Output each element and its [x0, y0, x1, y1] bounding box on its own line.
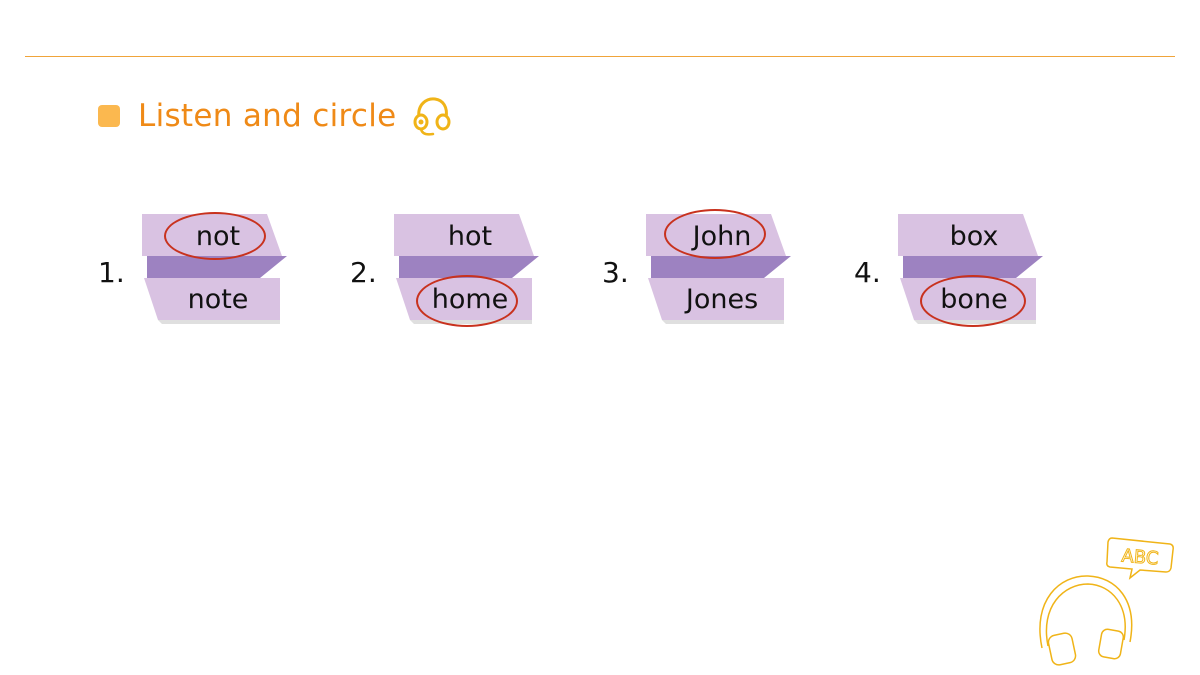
abc-headphones-decoration: ABC: [1039, 537, 1174, 666]
exercise-item-3: 3. John Jones: [602, 209, 802, 330]
word-option-bottom[interactable]: Jones: [685, 284, 759, 315]
headphones-icon: [1039, 575, 1133, 666]
headset-icon[interactable]: [411, 94, 451, 138]
page-title: Listen and circle: [138, 98, 397, 134]
section-heading: Listen and circle: [98, 94, 451, 138]
word-option-top[interactable]: John: [692, 221, 752, 252]
abc-speech-bubble: ABC: [1106, 537, 1174, 580]
abc-badge-text: ABC: [1121, 545, 1160, 569]
exercise-item-2: 2. hot home: [350, 212, 550, 330]
word-option-bottom[interactable]: home: [431, 284, 509, 315]
exercise-item-4: 4. box bone: [854, 212, 1054, 330]
folded-ribbon: [394, 214, 539, 324]
exercise-item-1: 1. not note: [98, 212, 298, 330]
folded-ribbon: [142, 214, 287, 324]
bullet-square: [98, 105, 120, 127]
item-number: 2.: [350, 256, 377, 289]
word-option-bottom[interactable]: note: [187, 284, 249, 315]
item-number: 1.: [98, 256, 125, 289]
folded-ribbon: [646, 214, 791, 324]
word-option-top[interactable]: hot: [447, 221, 493, 252]
word-option-top[interactable]: box: [949, 221, 999, 252]
word-option-top[interactable]: not: [195, 221, 241, 252]
item-number: 3.: [602, 256, 629, 289]
word-option-bottom[interactable]: bone: [940, 284, 1008, 315]
folded-ribbon: [898, 214, 1043, 324]
top-divider: [25, 56, 1175, 57]
item-number: 4.: [854, 256, 881, 289]
